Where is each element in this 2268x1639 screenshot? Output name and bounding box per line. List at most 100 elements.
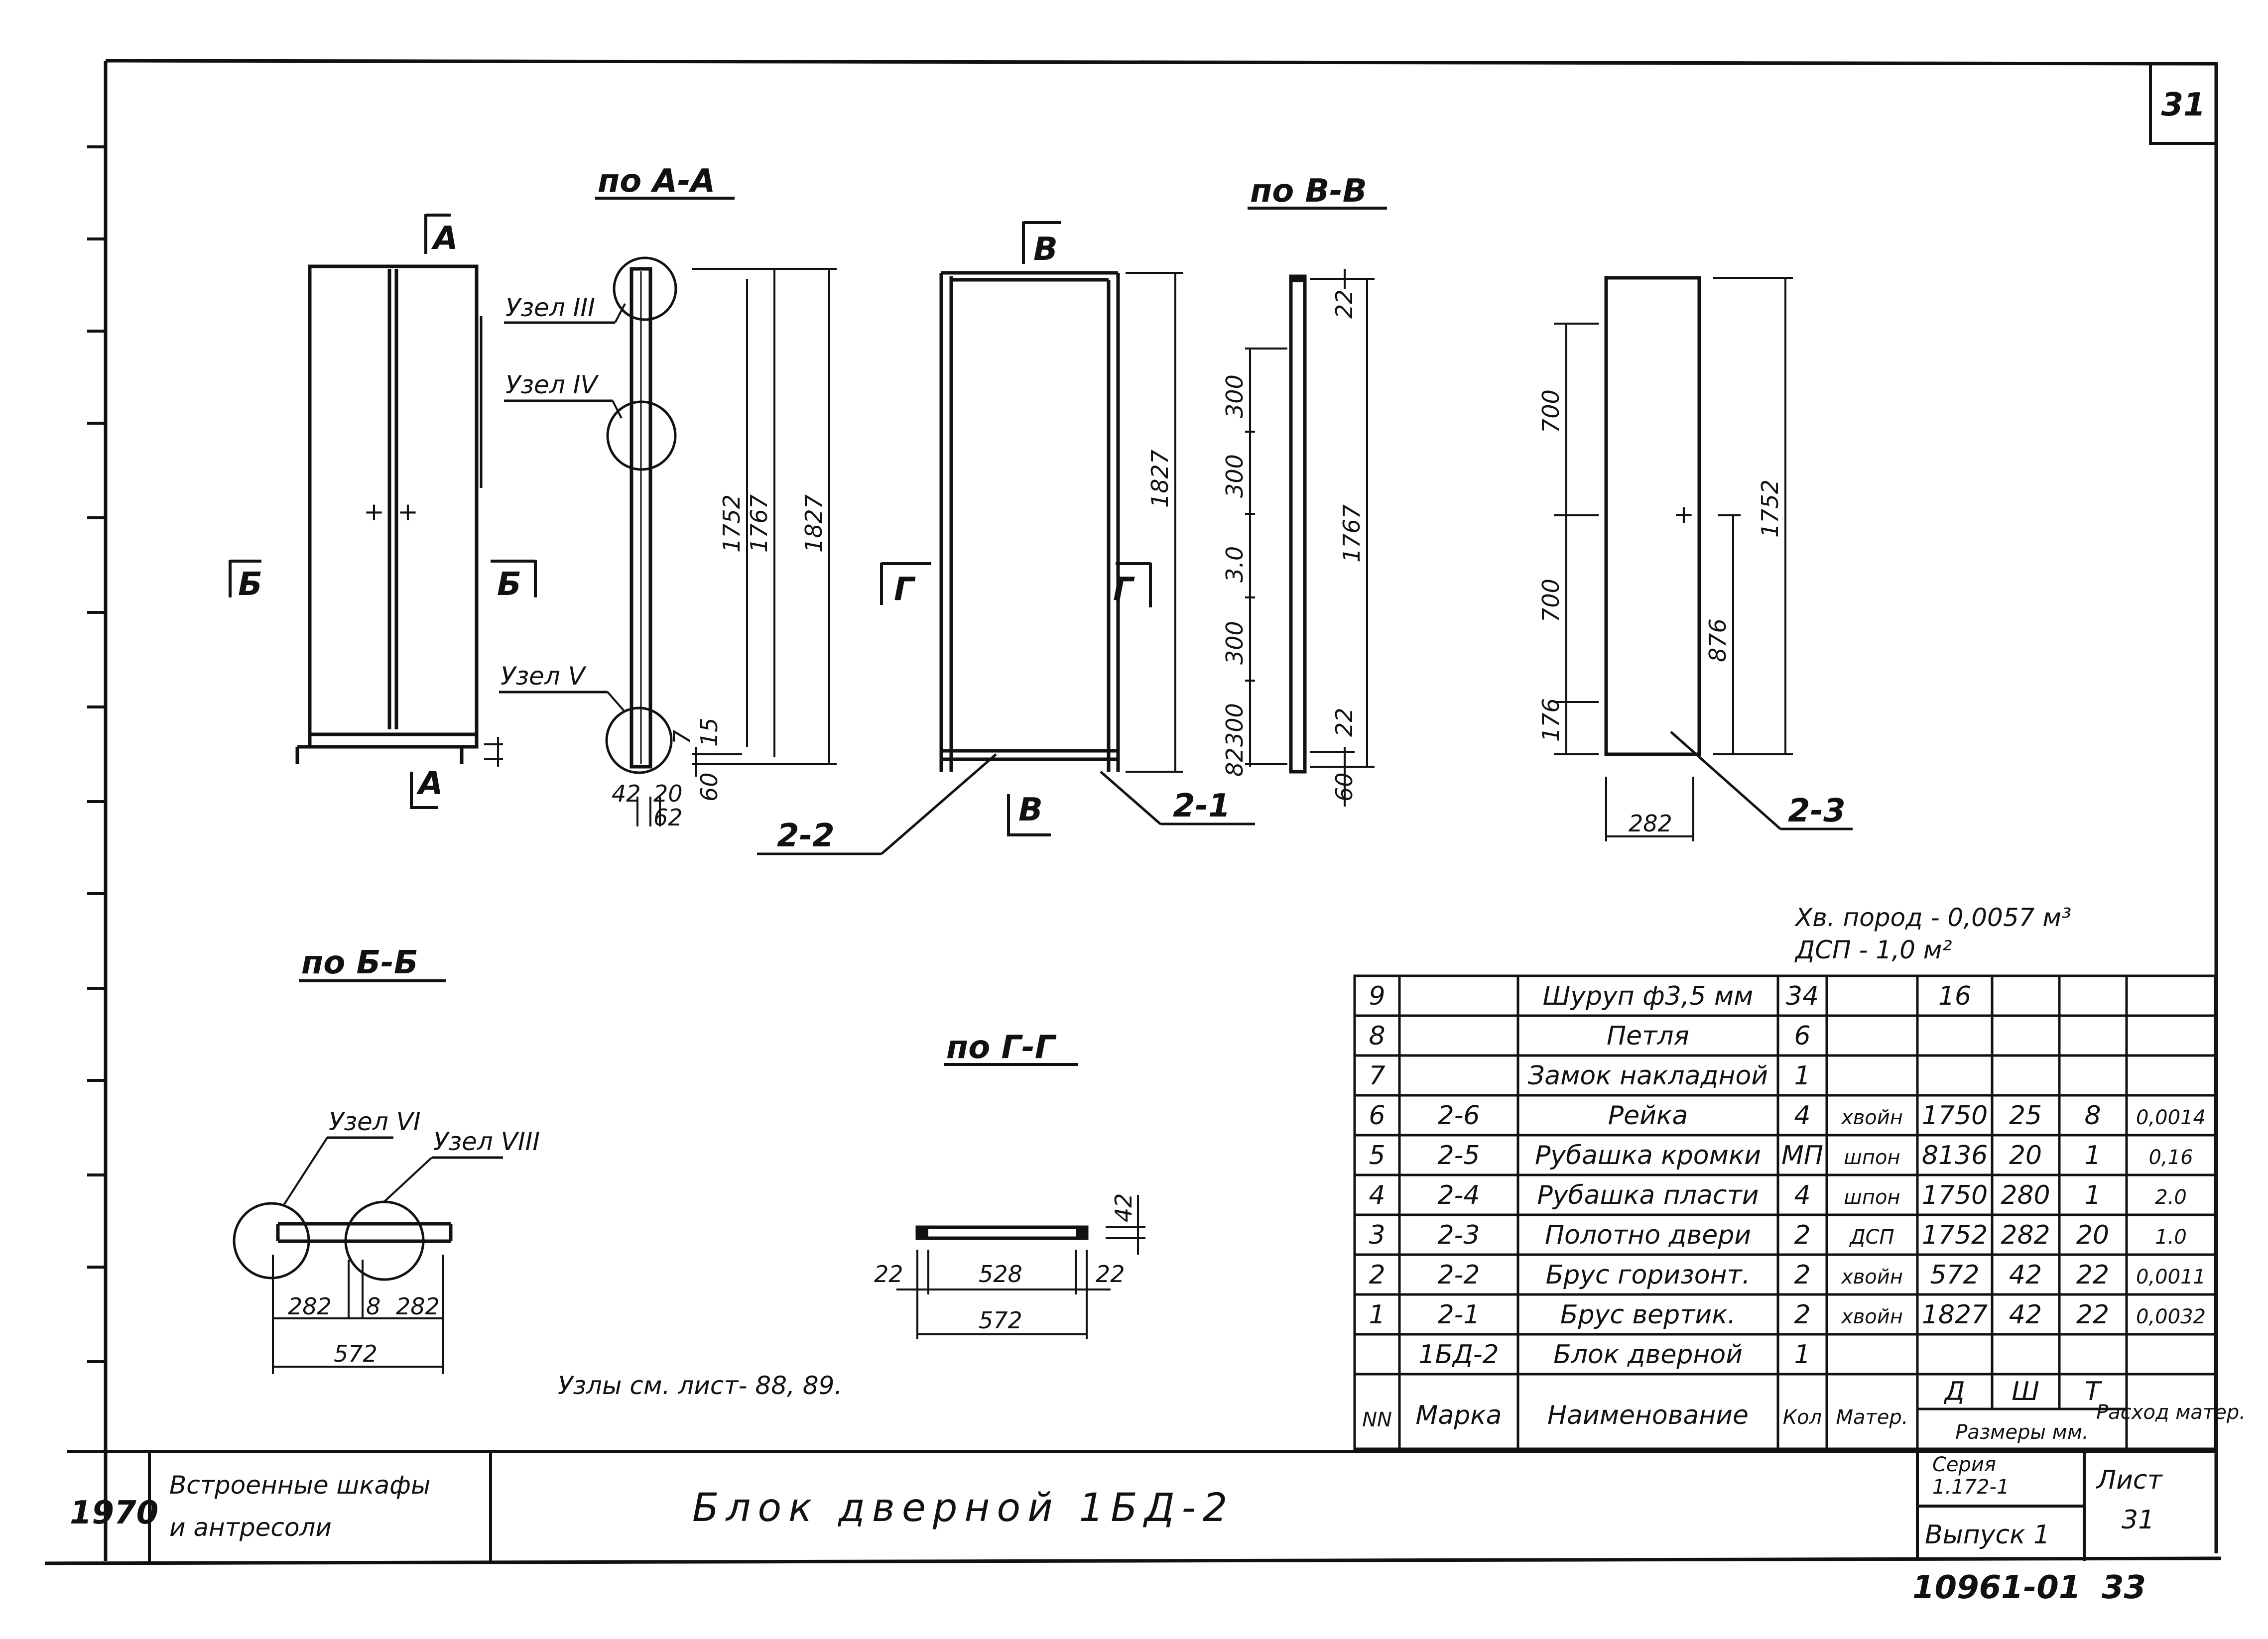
dim-22-top: 22 — [1331, 289, 1358, 319]
table-cell-name: Рубашка пласти — [1537, 1180, 1759, 1210]
table-cell-name: Полотно двери — [1545, 1220, 1751, 1250]
table-cell-name: Брус горизонт. — [1546, 1260, 1751, 1290]
table-cell-len: 1750 — [1922, 1180, 1988, 1210]
series-label: Серия — [1932, 1453, 1996, 1476]
table-cell-qty: 4 — [1794, 1180, 1810, 1210]
table-cell-qty: 6 — [1794, 1021, 1810, 1051]
dim-62-a: 62 — [653, 804, 683, 831]
dim-300-3: 3.0 — [1221, 546, 1248, 583]
series-value: 1.172-1 — [1932, 1476, 2009, 1499]
door-leaf-outline — [1604, 276, 1701, 756]
table-cell-cons: 0,0011 — [2136, 1266, 2206, 1288]
table-cell-thk: 8 — [2084, 1101, 2101, 1131]
header-material: Матер. — [1836, 1406, 1908, 1429]
dim-1767-v: 1767 — [1338, 504, 1365, 563]
table-cell-qty: 4 — [1794, 1101, 1810, 1131]
dim-1752-leaf: 1752 — [1757, 479, 1783, 538]
svg-text:2-1: 2-1 — [1173, 788, 1231, 824]
table-cell-thk: 1 — [2084, 1180, 2101, 1210]
dim-60-a: 60 — [696, 772, 723, 802]
table-cell-qty: 2 — [1794, 1220, 1810, 1250]
sheet-number: 31 — [2161, 87, 2205, 123]
nodes-reference-note: Узлы см. лист- 88, 89. — [558, 1371, 842, 1400]
header-thickness: Т — [2085, 1377, 2103, 1406]
table-cell-mat: шпон — [1844, 1146, 1900, 1169]
header-consumption: Расход матер. — [2096, 1401, 2246, 1424]
table-cell-cons: 2.0 — [2155, 1186, 2187, 1209]
year: 1970 — [70, 1495, 158, 1531]
part-label-2-2: 2-2 — [757, 753, 997, 855]
table-cell-nn: 3 — [1369, 1220, 1385, 1250]
svg-text:А: А — [416, 765, 443, 802]
cut-mark-b-left: Б — [229, 560, 262, 603]
dim-300-1: 300 — [1221, 374, 1248, 418]
table-cell-qty: 1 — [1794, 1061, 1810, 1091]
handle-mark-leaf: + — [1673, 500, 1694, 529]
front-elevation-view: + + А А Б Б — [229, 214, 537, 809]
table-cell-nn: 8 — [1369, 1021, 1385, 1051]
dim-42-a: 42 — [612, 780, 641, 807]
handle-mark-right: + — [397, 497, 418, 526]
table-cell-nn: 2 — [1369, 1260, 1385, 1290]
table-cell-name: Шуруп ф3,5 мм — [1543, 981, 1754, 1011]
project-line-2: и антресоли — [169, 1513, 332, 1542]
dim-1827-a: 1827 — [800, 494, 827, 553]
drawing-frame — [44, 59, 2222, 1565]
handle-mark-left: + — [364, 497, 384, 526]
table-cell-qty: 2 — [1794, 1260, 1810, 1290]
title-block: 1970 Встроенные шкафы и антресоли Блок д… — [67, 1450, 2215, 1606]
node-circle-3 — [613, 256, 677, 321]
table-cell-wid: 20 — [2009, 1141, 2042, 1171]
table-cell-len: 8136 — [1922, 1141, 1988, 1171]
part-label-2-1: 2-1 — [1100, 771, 1255, 825]
table-cell-qty: 2 — [1794, 1300, 1810, 1330]
cut-mark-a-top: А — [424, 214, 458, 257]
table-cell-len: 1752 — [1922, 1220, 1988, 1250]
table-cell-mark: 2-6 — [1438, 1101, 1480, 1131]
table-cell-len: 16 — [1938, 981, 1971, 1011]
svg-text:Узел III: Узел III — [505, 293, 595, 322]
svg-text:В: В — [1018, 792, 1043, 828]
table-cell-thk: 20 — [2076, 1220, 2109, 1250]
view-title-v-v: по В-В — [1250, 173, 1367, 210]
binding-ticks — [87, 145, 106, 1363]
table-cell-name: Рейка — [1608, 1101, 1688, 1131]
sheet-value: 31 — [2122, 1505, 2154, 1535]
page-number: 33 — [2102, 1569, 2146, 1606]
svg-text:Г: Г — [1113, 571, 1135, 608]
section-v-v-view: по В-В 300 300 3.0 300 300 82 1767 22 22… — [1221, 173, 1387, 807]
table-cell-nn: 9 — [1369, 981, 1385, 1011]
table-cell-wid: 280 — [2001, 1180, 2050, 1210]
table-cell-cons: 0,0032 — [2136, 1305, 2206, 1328]
materials-note-line1: Хв. пород - 0,0057 м³ — [1794, 903, 2071, 932]
table-cell-nn: 7 — [1369, 1061, 1385, 1091]
drawing-title: Блок дверной 1БД-2 — [692, 1486, 1234, 1530]
dim-20-a: 20 — [653, 780, 683, 807]
horizontal-bar-profile — [915, 1225, 1089, 1240]
dim-22-g-right: 22 — [1096, 1261, 1125, 1288]
table-cell-name: Замок накладной — [1528, 1061, 1768, 1091]
dim-8-b: 8 — [366, 1293, 380, 1320]
view-title-a-a: по А-А — [598, 163, 715, 200]
dim-176: 176 — [1537, 698, 1564, 742]
cut-mark-v-bottom: В — [1007, 792, 1051, 836]
node-label-5: Узел V — [499, 662, 626, 713]
table-cell-nn: 4 — [1369, 1180, 1385, 1210]
dim-700-1: 700 — [1537, 389, 1564, 433]
table-cell-mark: 2-3 — [1438, 1220, 1480, 1250]
table-cell-thk: 22 — [2076, 1300, 2109, 1330]
svg-text:2-3: 2-3 — [1788, 793, 1846, 829]
issue: Выпуск 1 — [1925, 1520, 2050, 1550]
table-cell-cons: 1.0 — [2155, 1226, 2187, 1249]
svg-text:Узел VI: Узел VI — [329, 1107, 421, 1136]
table-cell-name: Петля — [1607, 1021, 1689, 1051]
node-label-3: Узел III — [504, 293, 626, 324]
table-cell-thk: 1 — [2084, 1141, 2101, 1171]
table-cell-len: 572 — [1930, 1260, 1979, 1290]
dim-700-2: 700 — [1537, 579, 1564, 622]
svg-text:Узел IV: Узел IV — [505, 370, 599, 399]
table-cell-mat: ДСП — [1849, 1226, 1894, 1249]
table-cell-nn: 1 — [1369, 1300, 1385, 1330]
dim-300-2: 300 — [1221, 454, 1248, 498]
svg-text:В: В — [1033, 231, 1058, 268]
